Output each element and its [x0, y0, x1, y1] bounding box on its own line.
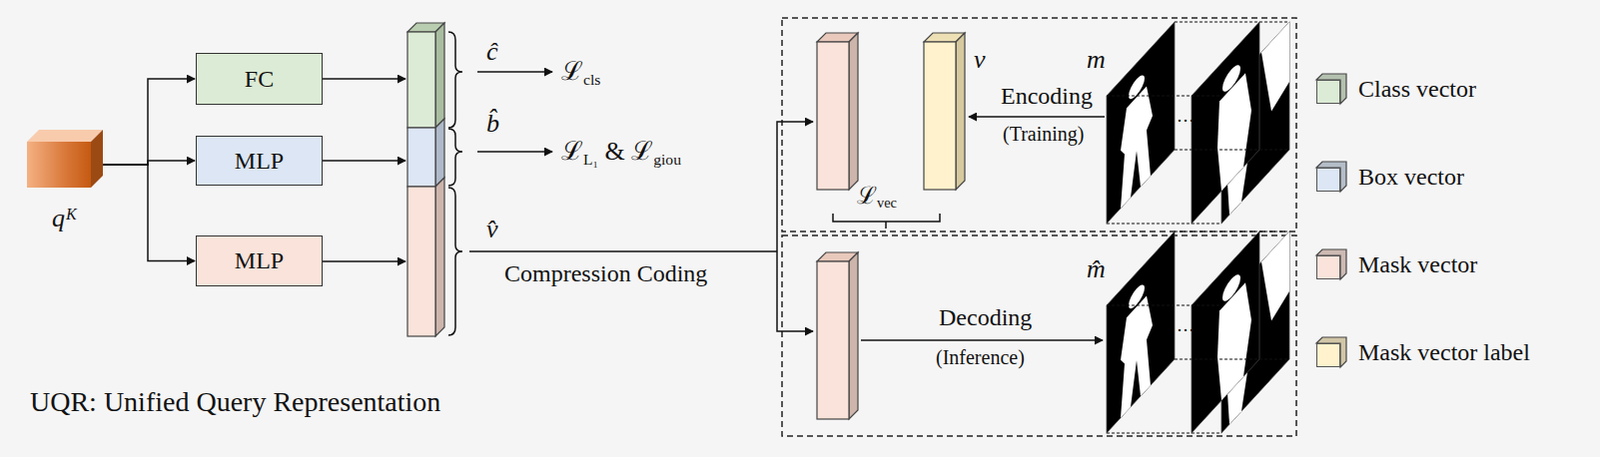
step-note: (Inference): [935, 345, 1025, 370]
legend-swatch: [1316, 167, 1341, 192]
legend-swatch: [1316, 343, 1341, 368]
legend-swatch-side: [1316, 73, 1347, 104]
legend-swatch-side: [1316, 249, 1347, 280]
mask-output: v̂: [486, 213, 499, 245]
loss-label: ℒL₁ & ℒgiou: [561, 135, 682, 169]
node-label: MLP: [234, 147, 284, 175]
connector: [92, 78, 195, 165]
step-note: (Training): [1002, 121, 1084, 146]
class-output: ĉ: [486, 35, 499, 67]
footnote-title: UQR: Unified Query Representation: [29, 385, 441, 420]
box-output: b̂: [486, 107, 500, 139]
step-label: Compression Coding: [504, 259, 708, 289]
process-box: MLP: [195, 135, 323, 186]
node-label: qᴷ: [24, 203, 105, 234]
legend-swatch: [1316, 79, 1341, 104]
step-label: Encoding: [1000, 81, 1093, 111]
legend-text: Box vector: [1358, 163, 1465, 191]
legend-text: Mask vector: [1358, 251, 1478, 279]
mask-label: m: [1086, 43, 1106, 75]
legend-text: Mask vector label: [1358, 339, 1531, 367]
process-box: MLP: [195, 235, 323, 287]
vector-label: v: [973, 43, 986, 75]
legend-swatch: [1316, 255, 1341, 280]
legend-swatch-side: [1316, 337, 1347, 368]
ellipsis: …: [1176, 105, 1195, 128]
legend-text: Class vector: [1358, 75, 1477, 103]
query-embedding: qᴷ: [24, 127, 105, 190]
mask-stack: [1106, 231, 1290, 434]
query-vector: [407, 22, 445, 337]
loss-label: ℒcls: [561, 55, 601, 89]
mask-stack: [1106, 21, 1290, 224]
training-region: [782, 17, 1297, 232]
connector: [92, 164, 195, 262]
legend-swatch-side: [1316, 161, 1347, 192]
ellipsis: …: [1176, 315, 1195, 338]
prism-shape: [24, 127, 105, 190]
loss-label: ℒvec: [856, 181, 897, 213]
mask-label: m̂: [1086, 253, 1106, 285]
step-label: Decoding: [938, 303, 1032, 333]
node-label: FC: [244, 65, 274, 93]
process-box: FC: [195, 52, 323, 105]
node-label: MLP: [234, 247, 284, 275]
